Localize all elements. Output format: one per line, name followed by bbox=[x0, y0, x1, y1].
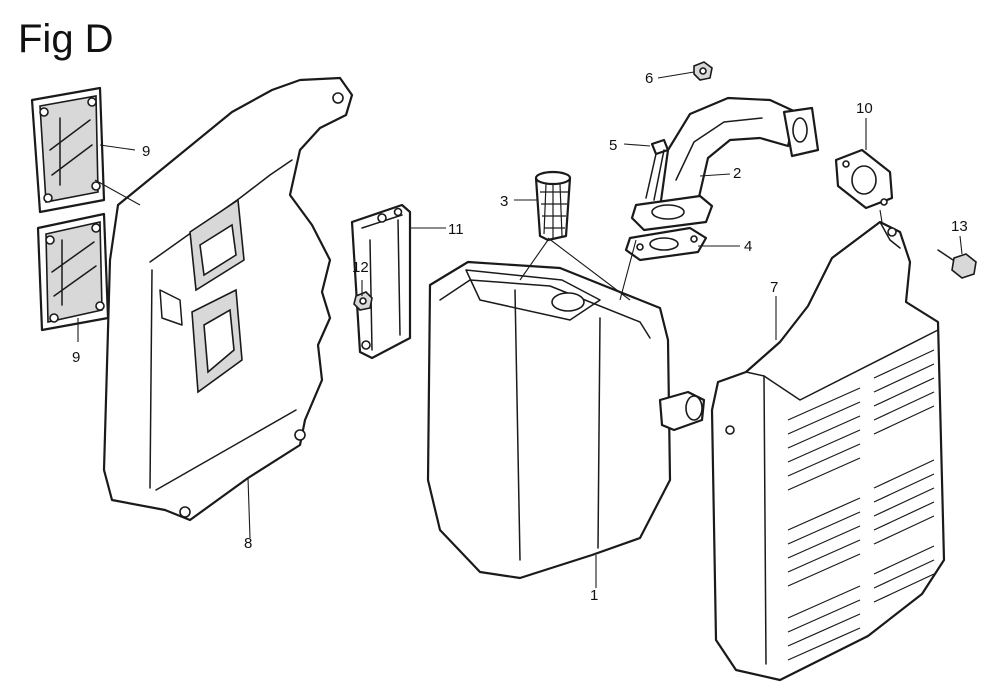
callout-6: 6 bbox=[645, 70, 653, 87]
callout-10: 10 bbox=[856, 100, 873, 117]
part-7-muffler-cover bbox=[710, 220, 946, 682]
part-6-nut bbox=[693, 61, 713, 81]
part-9-lower-plate bbox=[36, 212, 110, 332]
part-1-muffler bbox=[426, 260, 706, 580]
callout-8: 8 bbox=[244, 535, 252, 552]
part-10-gasket bbox=[834, 148, 894, 210]
callout-4: 4 bbox=[744, 238, 752, 255]
part-12-nut bbox=[353, 291, 373, 311]
part-3-screen bbox=[534, 170, 572, 242]
callout-5: 5 bbox=[609, 137, 617, 154]
part-5-bolt bbox=[645, 138, 670, 201]
callout-9-upper: 9 bbox=[142, 143, 150, 160]
figure-title: Fig D bbox=[18, 17, 114, 61]
part-2-exhaust-pipe bbox=[630, 96, 820, 232]
callout-11: 11 bbox=[448, 221, 464, 238]
callout-12: 12 bbox=[352, 259, 369, 276]
part-4-gasket bbox=[624, 226, 708, 262]
leader-lines bbox=[77, 71, 963, 588]
callout-9-lower: 9 bbox=[72, 349, 80, 366]
callout-13: 13 bbox=[951, 218, 968, 235]
part-11-bracket bbox=[350, 203, 412, 360]
callout-7: 7 bbox=[770, 279, 778, 296]
callout-3: 3 bbox=[500, 193, 508, 210]
part-8-heat-shield bbox=[102, 76, 354, 522]
part-9-upper-plate bbox=[30, 86, 106, 214]
part-13-bolt bbox=[937, 249, 977, 279]
callout-1: 1 bbox=[590, 587, 598, 604]
callout-2: 2 bbox=[733, 165, 741, 182]
